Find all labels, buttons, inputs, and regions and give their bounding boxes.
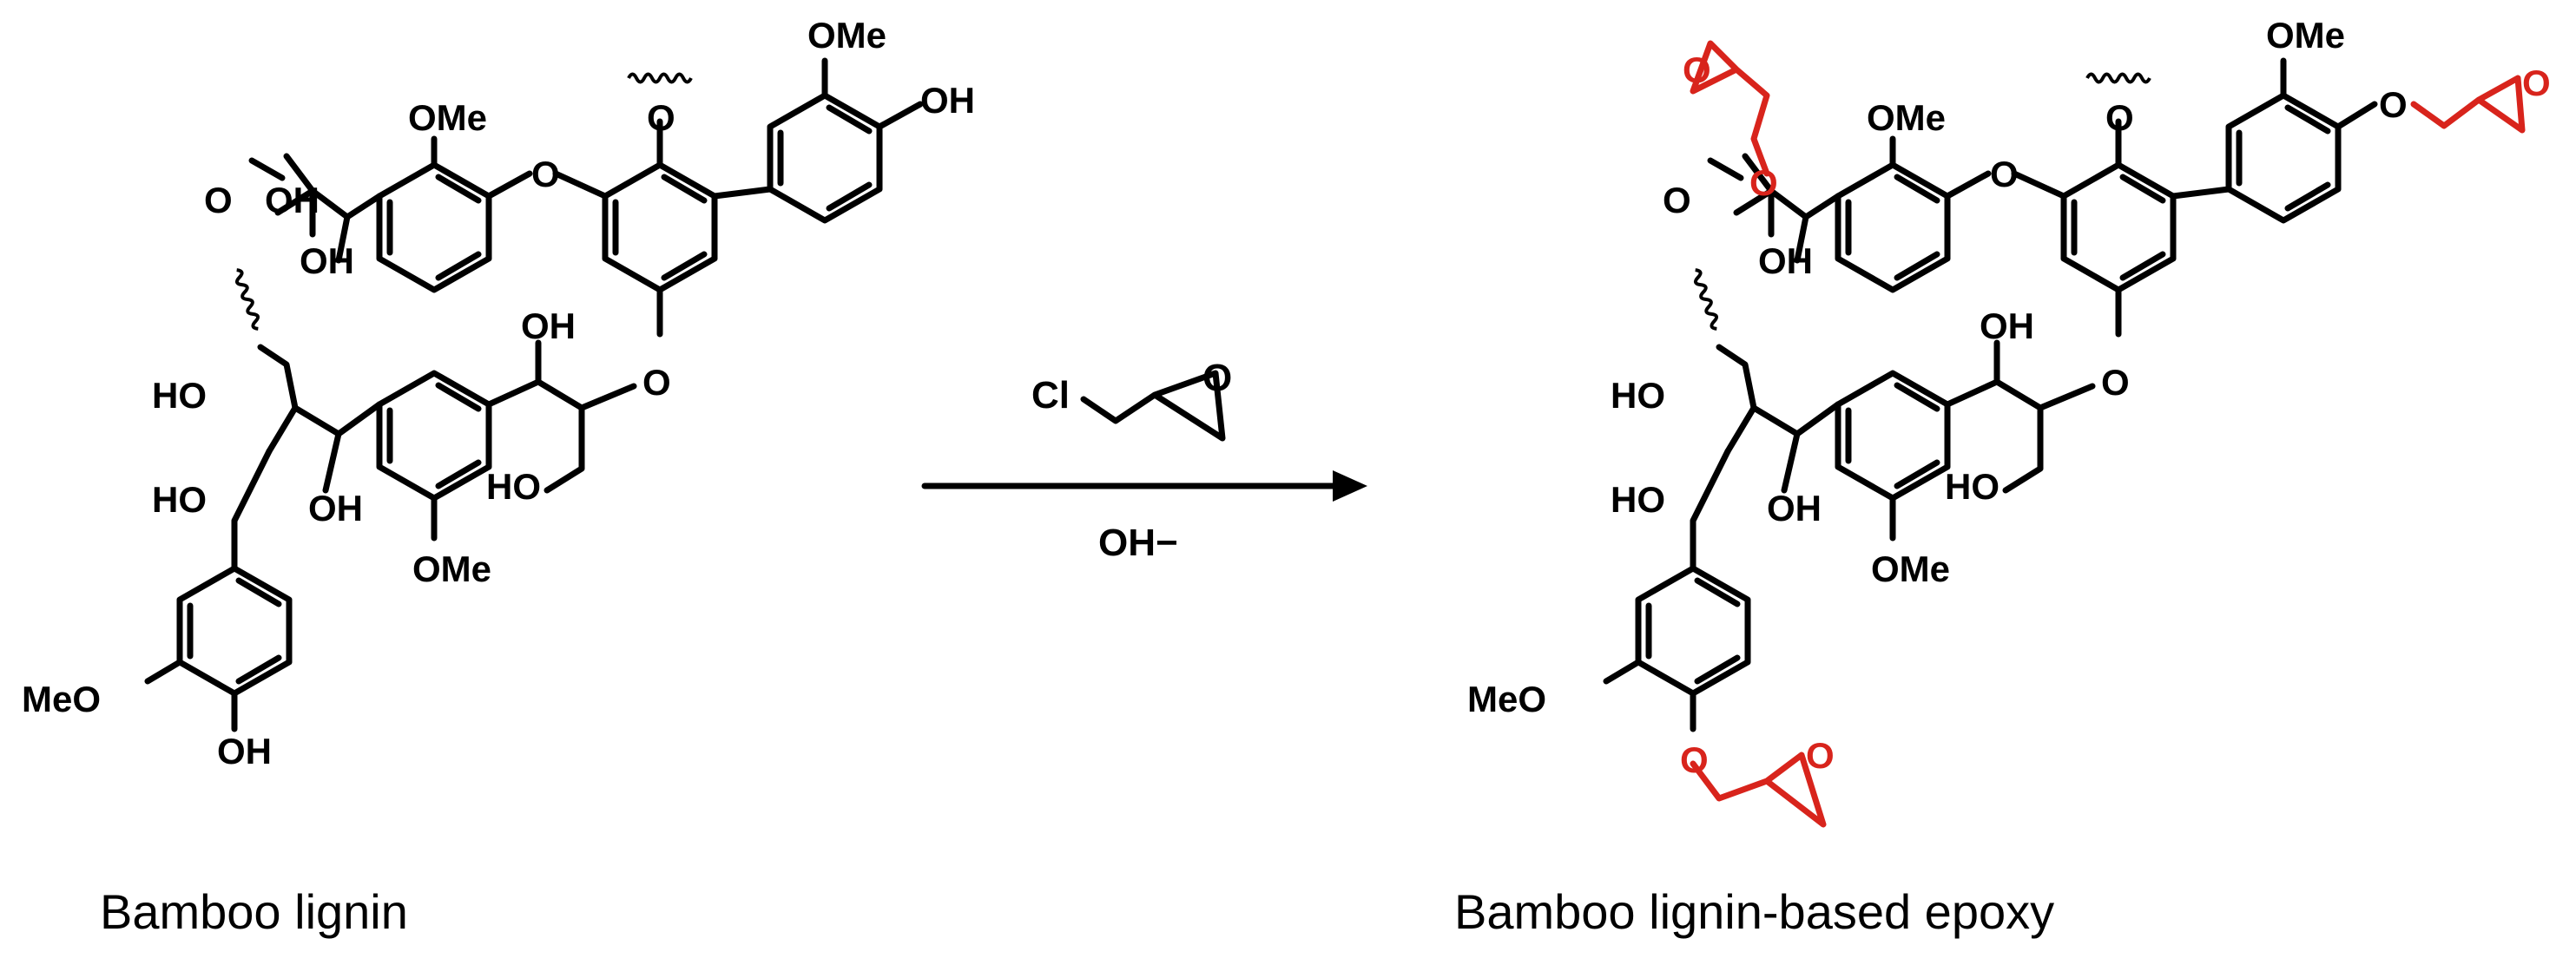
ome-top-label: OMe <box>408 97 487 138</box>
ring-c <box>767 92 883 224</box>
product-name: Bamboo lignin-based epoxy <box>1454 884 2054 939</box>
left-ho-label: HO <box>152 479 207 520</box>
meo-label: MeO <box>1467 679 1546 719</box>
phenol-oh-label: OH <box>920 80 975 121</box>
diaryl-ether-o-label: O <box>531 154 560 194</box>
glycidyl-ester-group <box>1690 40 1770 177</box>
low-ome-label: OMe <box>1871 548 1950 589</box>
mid-oh-label: OH <box>1980 305 2034 346</box>
mid-ether-o-label: O <box>2101 362 2130 403</box>
ring-e <box>176 565 293 697</box>
ome-ring-c-label: OMe <box>807 15 886 56</box>
diaryl-ether-o-label: O <box>1990 154 2019 194</box>
ring-d <box>376 370 492 502</box>
epoxide-o-top-label: O <box>1683 49 1711 90</box>
alpha-oh-label: OH <box>1758 240 1813 281</box>
ring-c <box>2225 92 2342 224</box>
acid-carbonyl-o-label: O <box>204 180 233 220</box>
reaction-arrowhead <box>1333 470 1367 502</box>
ester-o-label: O <box>1749 162 1778 203</box>
ether-o-top-label: O <box>2105 97 2134 138</box>
acid-oh-label: OH <box>265 180 320 220</box>
meo-label: MeO <box>22 679 101 719</box>
mid-ho-label: HO <box>486 466 541 507</box>
bottom-ether-o-label: O <box>1680 739 1709 780</box>
mid-ether-o-label: O <box>642 362 671 403</box>
low-oh-label: OH <box>1767 488 1822 528</box>
top-ho-label: HO <box>1611 375 1665 416</box>
reactant-name: Bamboo lignin <box>100 884 408 939</box>
reagent-cl-label: Cl <box>1031 374 1070 417</box>
epoxide-o-bottom-label: O <box>1806 735 1835 776</box>
ring-b <box>602 161 718 293</box>
epoxide-o-right-label: O <box>2522 62 2551 103</box>
glycidyl-ether-c-group <box>2410 75 2526 134</box>
left-ho-label: HO <box>1611 479 1665 520</box>
glycidyl-ether-e-group <box>1690 752 1827 828</box>
ring-e <box>1635 565 1751 697</box>
ring-a <box>1835 161 1951 293</box>
reaction-arrow-group: Cl O OH− <box>921 357 1367 564</box>
lignin-epoxy-structure: OMe OMe O O O O O O O OH OH O HO HO HO O… <box>1454 15 2551 939</box>
ome-top-label: OMe <box>1867 97 1946 138</box>
ring-b <box>2060 161 2177 293</box>
ome-ring-c-label: OMe <box>2266 15 2345 56</box>
condition-label: OH− <box>1098 522 1178 564</box>
ester-carbonyl-o-label: O <box>1663 180 1691 220</box>
low-ome-label: OMe <box>412 548 491 589</box>
bamboo-lignin-structure: OMe OMe OH O O O OH OH OH O HO HO HO OH … <box>22 15 975 939</box>
top-ho-label: HO <box>152 375 207 416</box>
mid-ho-label: HO <box>1945 466 2000 507</box>
low-oh-label: OH <box>308 488 363 528</box>
ring-d <box>1835 370 1951 502</box>
epoxy-ether-o-label: O <box>2379 84 2408 125</box>
ether-o-top-label: O <box>647 97 675 138</box>
ring-a <box>376 161 492 293</box>
mid-oh-label: OH <box>521 305 576 346</box>
bottom-oh-label: OH <box>217 731 272 771</box>
alpha-oh-label: OH <box>300 240 354 281</box>
reagent-epoxide-o-label: O <box>1202 357 1232 399</box>
